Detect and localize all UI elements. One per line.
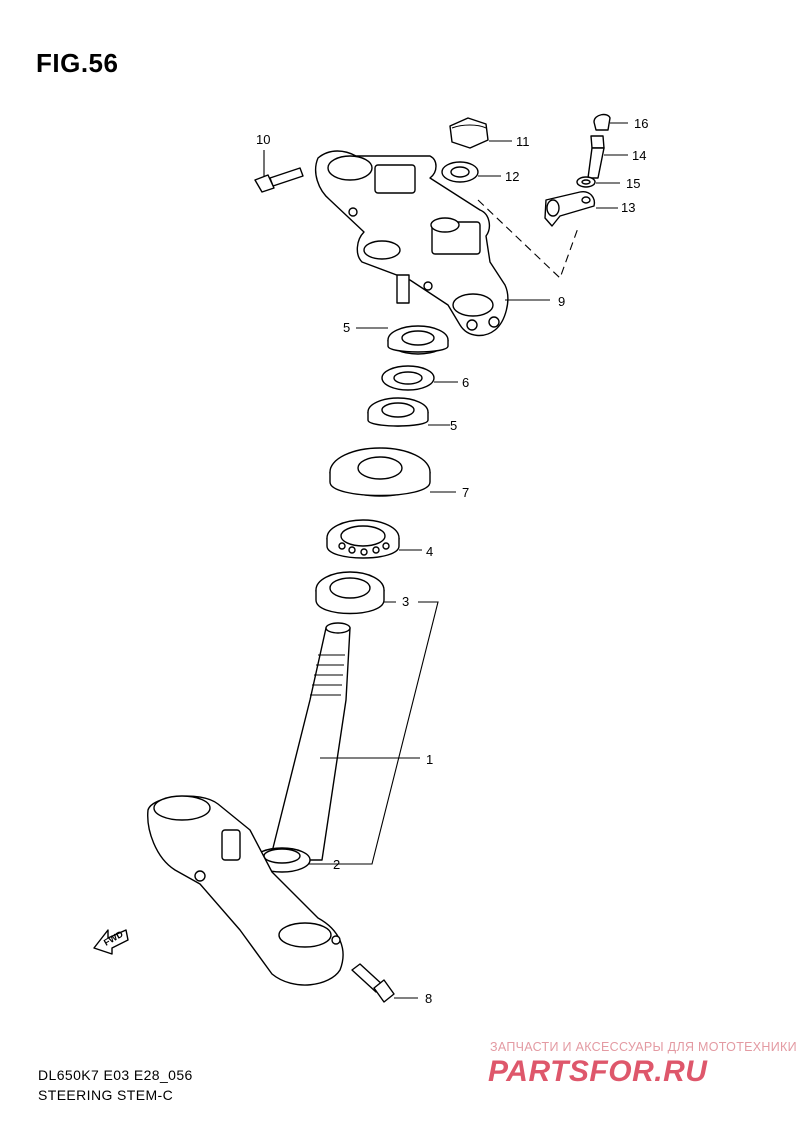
bearing-3 <box>315 571 385 615</box>
callout-2: 2 <box>333 857 340 872</box>
handlebar-holder <box>544 191 596 227</box>
callout-1: 1 <box>426 752 433 767</box>
callout-16: 16 <box>634 116 648 131</box>
washer-15 <box>576 176 596 188</box>
lock-nut-upper <box>387 325 449 355</box>
callout-8: 8 <box>425 991 432 1006</box>
callout-9: 9 <box>558 294 565 309</box>
cap-16 <box>593 113 611 131</box>
callout-10: 10 <box>256 132 270 147</box>
callout-13: 13 <box>621 200 635 215</box>
cap-nut <box>449 117 489 149</box>
callout-5-upper: 5 <box>343 320 350 335</box>
lock-nut-lower <box>367 397 429 427</box>
callout-11: 11 <box>516 134 530 149</box>
figure-title: FIG.56 <box>36 48 119 78</box>
model-code: DL650K7 E03 E28_056 <box>38 1067 193 1083</box>
upper-bracket <box>314 150 509 337</box>
callout-14: 14 <box>632 148 646 163</box>
washer-12 <box>441 161 479 183</box>
callout-4: 4 <box>426 544 433 559</box>
watermark-brand: PARTSFOR.RU <box>488 1055 708 1088</box>
bearing-4 <box>326 519 400 559</box>
section-name: STEERING STEM-C <box>38 1087 174 1103</box>
callout-3: 3 <box>402 594 409 609</box>
callout-6: 6 <box>462 375 469 390</box>
callout-7: 7 <box>462 485 469 500</box>
watermark-tagline: ЗАПЧАСТИ И АКСЕССУАРЫ ДЛЯ МОТОТЕХНИКИ <box>490 1040 797 1054</box>
fwd-arrow-icon <box>93 929 129 955</box>
washer-6 <box>381 365 435 391</box>
lower-bracket-bolt <box>351 963 395 1003</box>
steering-stem-shaft <box>269 622 351 861</box>
holder-bolt-14 <box>587 135 605 179</box>
callout-5-lower: 5 <box>450 418 457 433</box>
lower-bracket <box>147 795 344 986</box>
callout-12: 12 <box>505 169 519 184</box>
dust-seal <box>329 447 431 497</box>
callout-15: 15 <box>626 176 640 191</box>
bracket-bolt-10 <box>254 167 304 193</box>
